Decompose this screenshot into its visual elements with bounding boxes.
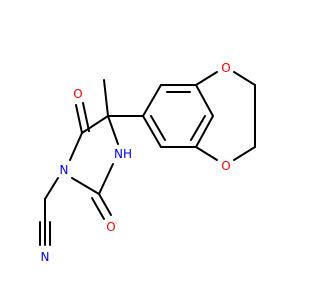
atom-n-ring: N	[60, 163, 69, 177]
bond-carbonyl-bottom-2	[91, 197, 105, 220]
atom-o-ring-top: O	[221, 61, 230, 75]
bond-benzene-3	[195, 84, 214, 117]
bond-dioxane-2	[233, 71, 256, 86]
atom-n-nitrile: N	[41, 250, 50, 264]
atom-nh: NH	[114, 147, 132, 161]
bond-dioxane-5	[195, 146, 218, 161]
molecule-structure: O O O O NH N N	[39, 61, 256, 264]
bond-ring-c4-c5	[81, 115, 109, 134]
bond-ring-c2-n	[71, 177, 100, 195]
bond-methyl	[103, 79, 109, 117]
bond-n-ch2	[44, 177, 59, 200]
bond-carbonyl-top-1	[75, 104, 83, 134]
atom-labels: O O O O NH N N	[41, 61, 231, 264]
bond-benzene-inner-2	[190, 115, 206, 141]
bonds	[39, 71, 256, 246]
bond-carbonyl-bottom-1	[98, 193, 112, 216]
atom-o-carbonyl-bottom: O	[106, 220, 115, 234]
bond-benzene-6	[142, 115, 162, 148]
bond-ring-c4-nh	[107, 115, 119, 145]
bond-benzene-4	[195, 115, 214, 148]
bond-carbonyl-top-2	[82, 102, 90, 132]
bond-dioxane-1	[195, 71, 218, 86]
atom-o-ring-bottom: O	[221, 159, 230, 173]
bond-dioxane-4	[233, 146, 256, 161]
bond-ring-n-c5	[69, 132, 83, 161]
atom-o-carbonyl-top: O	[73, 87, 82, 101]
bond-benzene-inner-3	[150, 115, 166, 141]
bond-benzene-1	[142, 84, 162, 117]
bond-ring-nh-c2	[98, 163, 114, 195]
